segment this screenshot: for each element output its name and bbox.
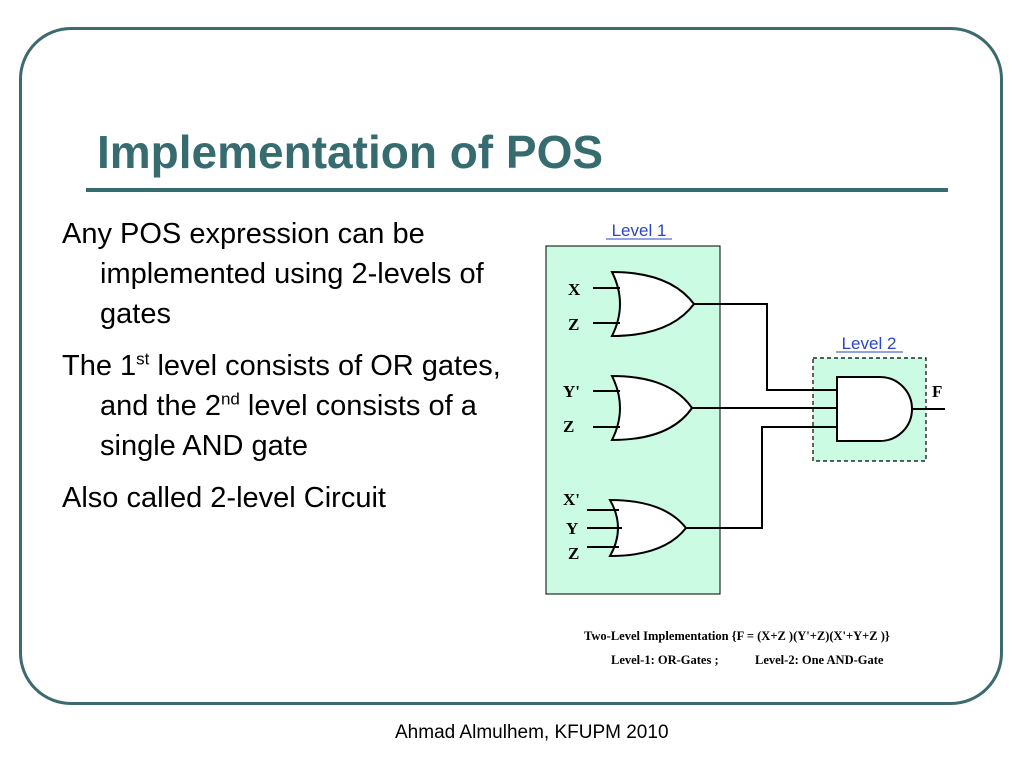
bullet-item: Also called 2-level Circuit <box>62 478 502 518</box>
bullet-text: Any POS expression can be implemented us… <box>62 218 484 330</box>
interconnect-wires <box>686 303 836 529</box>
bullet-item: Any POS expression can be implemented us… <box>62 214 502 334</box>
title-underline <box>86 188 948 192</box>
bullet-text: The 1 <box>62 350 137 382</box>
bullet-superscript: st <box>136 349 150 369</box>
diagram-caption-line1: Two-Level Implementation {F = (X+Z )(Y'+… <box>584 629 890 643</box>
gate2-input-1-label: Y' <box>563 382 580 401</box>
bullet-text: Also called 2-level Circuit <box>62 482 386 514</box>
bullet-item: The 1st level consists of OR gates, and … <box>62 346 502 466</box>
two-level-circuit-diagram: Level 1 Level 2 X Z Y' Z X' Y Z <box>545 221 945 667</box>
gate3-input-3-label: Z <box>568 544 579 563</box>
or-gate-1 <box>593 270 696 338</box>
bullet-superscript: nd <box>220 389 240 409</box>
and-gate <box>818 376 945 442</box>
level1-label: Level 1 <box>612 221 667 240</box>
diagram-caption-line2-right: Level-2: One AND-Gate <box>755 653 884 667</box>
slide-footer: Ahmad Almulhem, KFUPM 2010 <box>395 722 669 743</box>
level2-label: Level 2 <box>842 334 897 353</box>
gate2-input-2-label: Z <box>563 417 574 436</box>
gate3-input-1-label: X' <box>563 490 580 509</box>
gate1-input-1-label: X <box>568 280 581 299</box>
output-f-label: F <box>932 382 942 401</box>
or-gate-2 <box>593 374 694 442</box>
bullet-list: Any POS expression can be implemented us… <box>62 214 502 530</box>
bullet-text: level consists of OR gates, and the 2 <box>100 350 501 422</box>
slide-title: Implementation of POS <box>97 126 604 178</box>
gate1-input-2-label: Z <box>568 315 579 334</box>
gate3-input-2-label: Y <box>566 519 578 538</box>
slide-frame <box>19 27 1003 705</box>
diagram-caption-line2-left: Level-1: OR-Gates ; <box>611 653 719 667</box>
or-gate-3 <box>587 498 688 558</box>
bullet-text: level consists of a single AND gate <box>100 390 477 462</box>
